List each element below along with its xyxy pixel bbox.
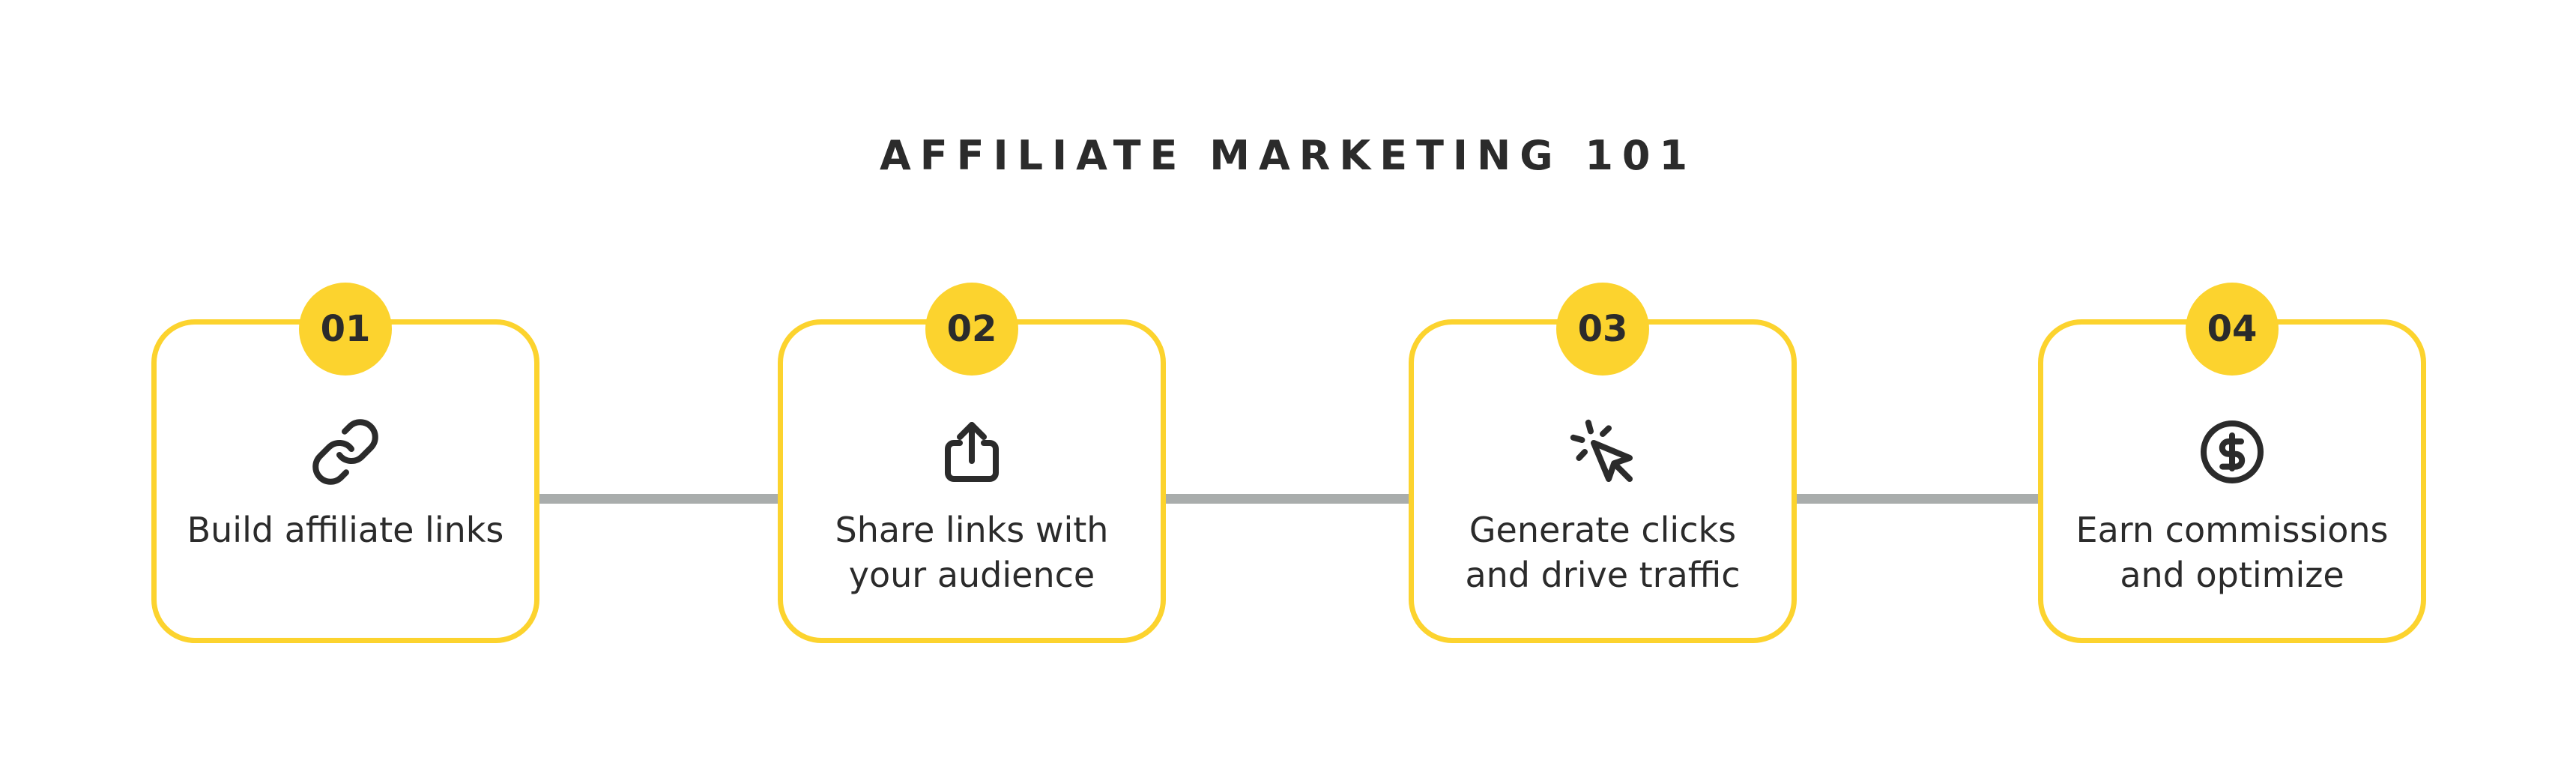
- connector-line: [1166, 494, 1410, 504]
- step-label: Share links with your audience: [783, 507, 1161, 597]
- connector-line: [1797, 494, 2040, 504]
- dollar-coin-icon: [2196, 416, 2268, 488]
- diagram-title: AFFILIATE MARKETING 101: [879, 132, 1697, 179]
- step-number-badge: 03: [1556, 283, 1649, 376]
- connector-line: [539, 494, 779, 504]
- step-card-2: 02 Share links with your audience: [778, 283, 1166, 643]
- step-number-badge: 01: [299, 283, 392, 376]
- step-label: Build affiliate links: [157, 507, 534, 552]
- step-label-line: Share links with: [835, 510, 1109, 550]
- step-number-badge: 02: [925, 283, 1018, 376]
- share-icon: [936, 416, 1008, 488]
- step-label-line: Generate clicks: [1469, 510, 1737, 550]
- link-icon: [309, 416, 381, 488]
- cursor-click-icon: [1567, 416, 1639, 488]
- step-label-line: your audience: [848, 555, 1095, 595]
- step-label-line: Earn commissions: [2075, 510, 2389, 550]
- step-label: Earn commissions and optimize: [2043, 507, 2421, 597]
- step-label: Generate clicks and drive traffic: [1414, 507, 1792, 597]
- step-card-4: 04 Earn commissions and optimize: [2038, 283, 2426, 643]
- step-card-3: 03 Generate clicks and drive traffic: [1409, 283, 1797, 643]
- step-label-line: Build affiliate links: [187, 510, 504, 550]
- step-number-badge: 04: [2186, 283, 2279, 376]
- step-card-1: 01 Build affiliate links: [151, 283, 539, 643]
- step-label-line: and optimize: [2120, 555, 2344, 595]
- step-label-line: and drive traffic: [1465, 555, 1741, 595]
